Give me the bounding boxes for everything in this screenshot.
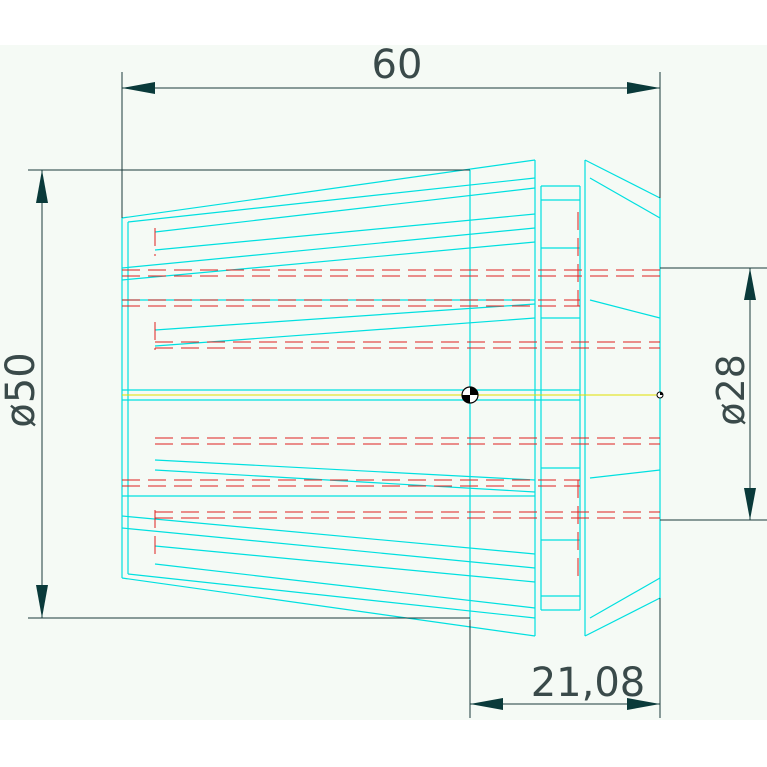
dimension-taper-offset: 21,08 [469, 598, 661, 718]
hidden-lines [122, 212, 660, 580]
arrowhead-left-icon [122, 82, 155, 94]
taper-offset-label: 21,08 [531, 660, 646, 706]
length-label: 60 [372, 42, 423, 88]
dimension-outer-diameter: ø50 [0, 169, 470, 619]
drawing-background [0, 45, 767, 720]
collet-outline [121, 159, 661, 637]
arrowhead-up-icon [36, 170, 48, 203]
arrowhead-left-icon [470, 698, 503, 710]
outer-diameter-label: ø50 [0, 352, 44, 427]
center-mark-icon [461, 386, 479, 404]
arrowhead-up-icon [744, 268, 756, 300]
dimension-length: 60 [121, 42, 661, 218]
bore-diameter-label: ø28 [709, 354, 753, 426]
arrowhead-right-icon [627, 698, 660, 710]
arrowhead-right-icon [627, 82, 660, 94]
arrowhead-down-icon [36, 585, 48, 618]
arrowhead-down-icon [744, 488, 756, 520]
nose-center-mark-icon [656, 391, 664, 399]
dimension-bore-diameter: ø28 [660, 267, 767, 521]
